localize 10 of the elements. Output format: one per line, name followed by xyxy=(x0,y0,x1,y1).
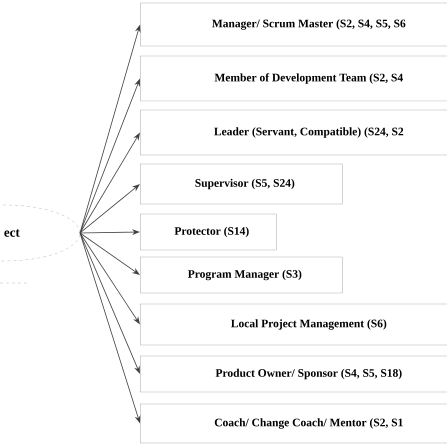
role-box: Leader (Servant, Compatible) (S24, S2 xyxy=(140,110,447,156)
role-box: Product Owner/ Sponsor (S4, S5, S18) xyxy=(140,356,447,392)
role-box: Protector (S14) xyxy=(140,214,277,250)
role-box: Member of Development Team (S2, S4 xyxy=(140,56,447,102)
arrow xyxy=(80,184,140,234)
role-box: Manager/ Scrum Master (S2, S4, S5, S6 xyxy=(140,2,447,46)
role-box: Local Project Management (S6) xyxy=(140,304,447,346)
role-box: Supervisor (S5, S24) xyxy=(140,164,343,204)
role-box: Coach/ Change Coach/ Mentor (S2, S1 xyxy=(140,404,447,444)
role-box: Program Manager (S3) xyxy=(140,256,343,294)
